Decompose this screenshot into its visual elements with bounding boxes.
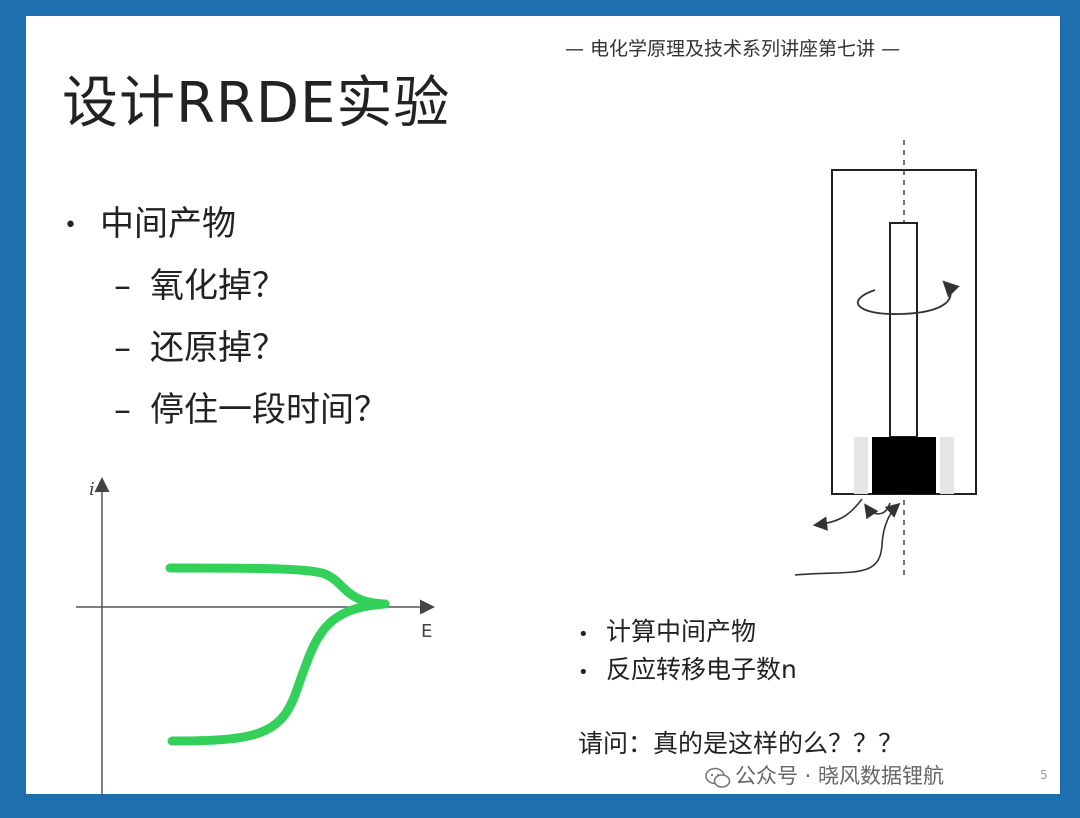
bullet-intermediate-products: • 中间产物 (64, 196, 236, 245)
dash-marker: – (114, 328, 131, 368)
y-axis-label: i (89, 479, 95, 500)
disk-electrode (872, 437, 936, 494)
watermark: 公众号 · 晓风数据锂航 (705, 760, 944, 790)
bullet-electron-number: • 反应转移电子数n (578, 650, 797, 688)
outflow-arrow-mid (864, 502, 891, 520)
bullet-marker: • (64, 213, 77, 238)
series-label: — 电化学原理及技术系列讲座第七讲 — (565, 38, 901, 60)
lower-curve (167, 599, 390, 746)
calculation-bullets: • 计算中间产物 • 反应转移电子数n (578, 612, 797, 688)
bullet-calc-intermediate: • 计算中间产物 (578, 612, 797, 650)
dash-marker: – (114, 266, 131, 306)
dash-marker: – (114, 390, 131, 430)
sub-bullet-pause: –停住一段时间？ (114, 382, 388, 431)
ring-gap-left (854, 437, 868, 494)
ring-gap-right (940, 437, 954, 494)
bullet-text: 计算中间产物 (606, 617, 757, 646)
slide-title: 设计RRDE实验 (62, 71, 451, 136)
bullet-text: 中间产物 (100, 204, 236, 244)
watermark-text: 公众号 · 晓风数据锂航 (735, 764, 945, 788)
upper-curve (165, 563, 390, 609)
bullet-marker: • (578, 662, 589, 683)
outflow-arrow-left (812, 498, 863, 531)
sub-bullet-text: 氧化掉？ (150, 266, 286, 306)
question-text: 请问：真的是这样的么？？？ (578, 729, 904, 758)
inflow-arrow (794, 502, 901, 576)
bullet-marker: • (578, 624, 589, 645)
electrode-shaft (889, 222, 918, 438)
x-axis-label: E (421, 621, 432, 642)
wechat-icon (705, 765, 735, 789)
sub-bullet-reduce: –还原掉？ (114, 320, 286, 369)
bullet-text: 反应转移电子数n (606, 655, 797, 684)
rotation-arrow (856, 280, 960, 315)
sub-bullet-text: 停住一段时间？ (150, 390, 388, 430)
sub-bullet-text: 还原掉？ (150, 328, 286, 368)
sub-bullet-oxidize: –氧化掉？ (114, 258, 286, 307)
page-number: 5 (1040, 768, 1048, 782)
